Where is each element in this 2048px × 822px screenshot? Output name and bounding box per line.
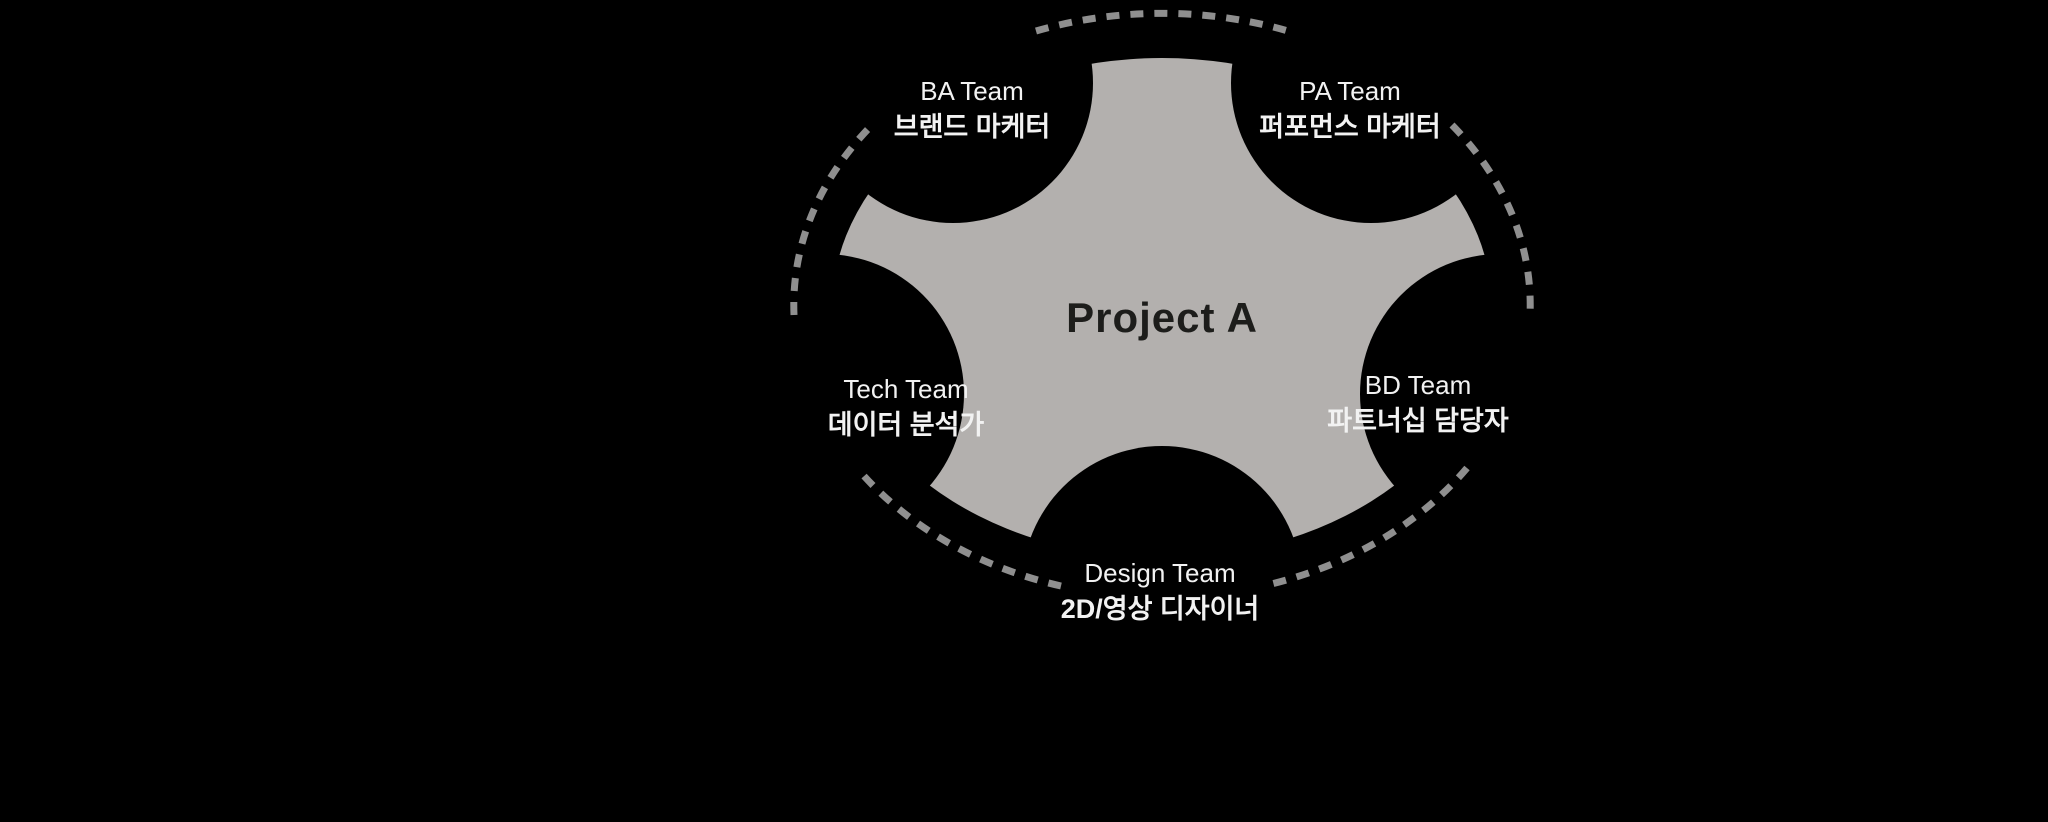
gear-notch-ba	[813, 0, 1093, 223]
cycle-arc-lower-right	[1262, 465, 1470, 590]
team-role: 퍼포먼스 마케터	[1259, 112, 1441, 143]
team-role: 데이터 분석가	[827, 410, 985, 441]
team-name: BD Team	[1364, 370, 1472, 400]
gear-notch-tech	[684, 254, 964, 534]
cycle-arc-upper-left	[790, 122, 875, 316]
team-label-ba: BA Team 브랜드 마케터	[894, 74, 1051, 146]
cycle-arc-upper-right	[1449, 122, 1534, 316]
team-label-design: Design Team 2D/영상 디자이너	[1061, 556, 1260, 628]
team-role: 파트너십 담당자	[1327, 406, 1509, 437]
cycle-arc-lower-left	[854, 465, 1062, 590]
team-name: BA Team	[920, 76, 1024, 106]
team-name: PA Team	[1299, 76, 1401, 106]
cycle-arc-top	[1035, 9, 1289, 35]
gear-notch-pa	[1231, 0, 1511, 223]
team-label-bd: BD Team 파트너십 담당자	[1327, 368, 1508, 440]
project-title: Project A	[1066, 294, 1258, 341]
team-name: Tech Team	[843, 374, 969, 404]
gear-notch-design	[1022, 446, 1302, 726]
team-role: 2D/영상 디자이너	[1060, 594, 1260, 625]
team-label-tech: Tech Team 데이터 분석가	[828, 372, 985, 444]
team-label-pa: PA Team 퍼포먼스 마케터	[1259, 74, 1440, 146]
team-name: Design Team	[1084, 558, 1236, 588]
team-role: 브랜드 마케터	[893, 112, 1051, 143]
gear-notch-bd	[1360, 254, 1640, 534]
